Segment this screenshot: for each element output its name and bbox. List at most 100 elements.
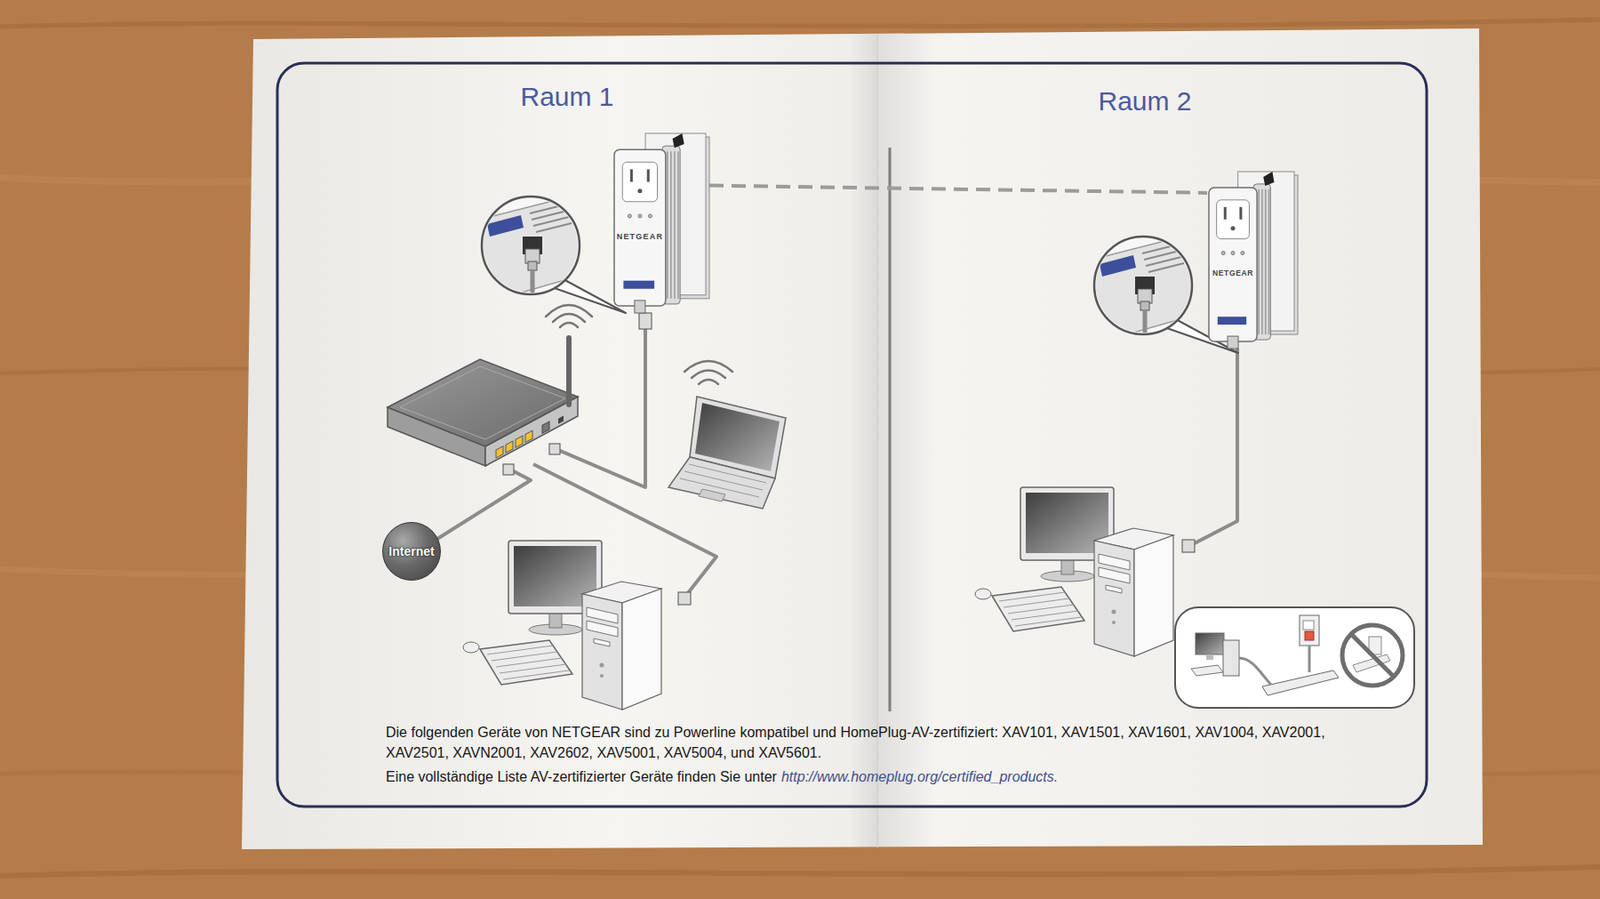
brand-label: NETGEAR bbox=[614, 232, 666, 241]
wireless-router bbox=[496, 446, 504, 458]
warning-inset bbox=[1175, 607, 1415, 708]
footnote-line: Eine vollständige Liste AV-zertifizierte… bbox=[385, 766, 1342, 787]
outlet-ground bbox=[1231, 225, 1236, 231]
product-badge bbox=[623, 280, 655, 289]
footnote-line: Die folgenden Geräte von NETGEAR sind zu… bbox=[385, 721, 1342, 763]
internet-label: Internet bbox=[388, 544, 434, 559]
warning-inset bbox=[1303, 620, 1314, 630]
room-heading: Raum 2 bbox=[1097, 86, 1192, 117]
room-divider bbox=[888, 147, 892, 712]
cable-plug bbox=[549, 443, 560, 455]
adapter-fin bbox=[1268, 189, 1271, 335]
wifi-waves bbox=[691, 370, 726, 379]
adapter-body bbox=[614, 149, 666, 306]
ethernet-plug bbox=[634, 300, 646, 313]
wifi-waves bbox=[545, 304, 592, 317]
wireless-router bbox=[400, 366, 566, 440]
footnote-link: http://www.homeplug.org/certified_produc… bbox=[781, 768, 1058, 784]
internet-globe: Internet bbox=[382, 521, 441, 581]
wireless-router bbox=[387, 359, 578, 447]
warning-inset bbox=[1175, 607, 1415, 708]
page-frame bbox=[277, 63, 1427, 807]
network-cable bbox=[1189, 348, 1238, 546]
status-led bbox=[638, 214, 642, 218]
paper-sheet bbox=[241, 28, 1483, 849]
outlet bbox=[1216, 200, 1250, 240]
status-led bbox=[648, 214, 652, 218]
wood-grain bbox=[0, 866, 1600, 876]
adapter-outline bbox=[612, 133, 710, 313]
warning-inset bbox=[1191, 664, 1224, 676]
warning-inset bbox=[1299, 615, 1320, 646]
wireless-router bbox=[387, 304, 592, 466]
adapter-fin bbox=[1257, 189, 1260, 335]
product-badge bbox=[1217, 316, 1247, 325]
wireless-router bbox=[558, 416, 564, 424]
laptop bbox=[668, 456, 776, 509]
powerline-link bbox=[709, 185, 1208, 193]
status-led bbox=[627, 214, 632, 218]
room-region: Raum 2 NETGEAR bbox=[896, 71, 1421, 712]
powerline-adapter: NETGEAR bbox=[612, 133, 710, 313]
adapter-fin bbox=[666, 151, 669, 299]
brand-label: NETGEAR bbox=[1208, 268, 1257, 278]
cable-plug bbox=[1182, 539, 1195, 552]
room-region: Raum 1 Internet NETGEAR bbox=[284, 71, 882, 712]
desktop-computer bbox=[975, 487, 1174, 656]
status-led bbox=[1240, 251, 1245, 256]
cable-plug bbox=[639, 312, 652, 329]
outlet bbox=[622, 161, 657, 201]
laptop bbox=[668, 360, 786, 509]
wireless-router bbox=[542, 421, 550, 433]
status-led bbox=[1231, 251, 1235, 256]
network-cable bbox=[437, 469, 531, 539]
warning-inset bbox=[1239, 645, 1310, 685]
status-led bbox=[1221, 251, 1225, 256]
cable-plug bbox=[503, 464, 514, 475]
adapter-fin bbox=[673, 151, 676, 299]
outlet-slot bbox=[630, 168, 633, 182]
footnote-text: Die folgenden Geräte von NETGEAR sind zu… bbox=[385, 724, 1326, 760]
plug-marker bbox=[672, 133, 685, 148]
wifi-waves bbox=[545, 304, 592, 328]
wood-grain bbox=[0, 19, 1600, 27]
wifi-waves bbox=[698, 379, 719, 384]
outlet-slot bbox=[1239, 207, 1242, 220]
wireless-router bbox=[525, 430, 533, 442]
wifi-waves bbox=[684, 360, 733, 384]
cable-plug bbox=[503, 312, 1195, 605]
warning-inset bbox=[1206, 654, 1214, 660]
adapter-outline bbox=[1207, 171, 1298, 349]
warning-inset bbox=[1195, 632, 1224, 655]
outlet-slot bbox=[1224, 207, 1227, 220]
wifi-waves bbox=[684, 360, 733, 372]
wireless-router bbox=[505, 440, 513, 453]
powerline-adapter: NETGEAR bbox=[1207, 171, 1298, 349]
wifi-waves bbox=[552, 313, 585, 322]
ethernet-plug bbox=[1227, 336, 1239, 349]
outlet-slot bbox=[647, 168, 650, 182]
wireless-router bbox=[515, 435, 523, 448]
prohibited-sign bbox=[1342, 624, 1403, 686]
prohibited-sign bbox=[1342, 624, 1403, 686]
plug-marker bbox=[1263, 171, 1274, 186]
magnifier-callout bbox=[475, 195, 626, 313]
laptop bbox=[680, 464, 767, 497]
wifi-waves bbox=[560, 322, 578, 328]
desktop-computer bbox=[463, 540, 662, 710]
adapter-fin bbox=[1261, 189, 1264, 335]
adapter-body bbox=[1208, 187, 1257, 342]
cable-plug bbox=[678, 592, 691, 605]
adapter-fin bbox=[677, 151, 680, 299]
warning-inset bbox=[1304, 631, 1314, 640]
adapter-fin bbox=[670, 151, 672, 299]
wireless-router bbox=[496, 414, 564, 458]
warning-inset bbox=[1262, 670, 1339, 696]
room-heading: Raum 1 bbox=[520, 81, 614, 112]
wood-grain bbox=[0, 19, 1600, 876]
prohibited-sign bbox=[1351, 633, 1394, 677]
